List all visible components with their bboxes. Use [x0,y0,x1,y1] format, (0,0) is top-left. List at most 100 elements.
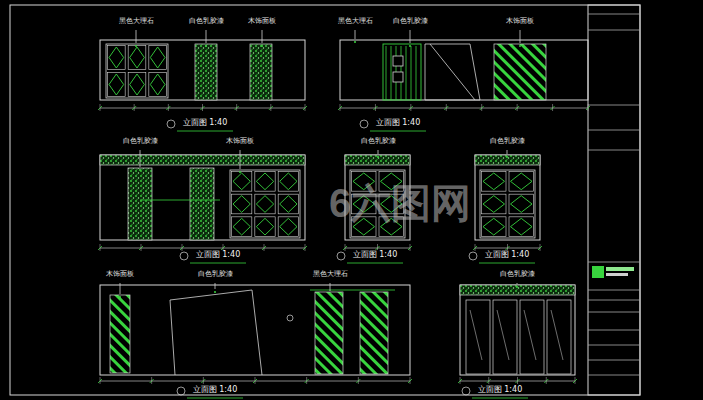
door-panel [393,56,403,66]
ceiling-band [345,155,410,165]
title-block-rule [588,290,640,291]
caption-underline [370,131,426,132]
elevation-caption: 立面图 1:40 [192,385,239,394]
extension-line [517,104,518,111]
extension-line [588,104,589,111]
extension-line [255,377,256,384]
glass-reflection [551,310,563,360]
elevation-outline [460,285,575,375]
material-note: 白色乳胶漆 [360,137,397,145]
cabinet-door [128,46,146,70]
cabinet-outline [480,170,535,238]
material-note: 白色乳胶漆 [499,270,536,278]
material-note: 黑色大理石 [312,270,349,278]
diamond-inlay [511,196,533,213]
ceiling-band [100,155,305,165]
extension-line [202,104,203,111]
door-slat [416,46,417,100]
material-note: 白色乳胶漆 [188,17,225,25]
leader-dot [377,156,379,158]
cabinet-door [128,73,146,97]
material-note: 木饰面板 [225,137,255,145]
caption-symbol [469,252,477,260]
caption-underline [190,263,246,264]
diamond-inlay [511,218,533,235]
elevation-outline [340,40,588,100]
elevation-caption: 立面图 1:40 [477,385,524,394]
elevation-caption: 立面图 1:40 [484,250,531,259]
extension-line [270,104,271,111]
material-note: 木饰面板 [505,17,535,25]
title-block-rule [588,300,640,301]
caption-symbol [360,120,368,128]
glass-panel [315,292,343,374]
leader-line [520,30,521,43]
diamond-inlay [256,173,273,190]
watermark: 6六图网 [328,180,472,226]
ceiling-band [460,285,575,295]
cabinet-door [255,172,275,192]
elevation-outline [475,155,540,240]
cabinet-door [232,217,252,237]
caption-symbol [177,387,185,395]
diamond-inlay [130,47,145,68]
leader-line [355,30,356,39]
caption-underline [479,263,535,264]
diamond-inlay [280,218,297,235]
elevation-outline [100,155,305,240]
caption-underline [187,398,243,399]
material-note: 黑色大理石 [337,17,374,25]
stone-panel [190,168,214,240]
diamond-inlay [233,173,250,190]
diamond-inlay [150,74,165,95]
leader-line [330,283,331,291]
material-note: 白色乳胶漆 [197,270,234,278]
extension-line [182,244,183,251]
cabinet-door [278,217,298,237]
title-block-rule [588,312,640,313]
caption-underline [472,398,528,399]
extension-line [236,104,237,111]
cabinet-outline [230,170,300,238]
extension-line [141,244,142,251]
wall-edge [170,300,175,375]
company-logo-mark [606,273,628,276]
diamond-inlay [109,47,124,68]
elevation-caption: 立面图 1:40 [375,118,422,127]
leader-dot [205,45,207,47]
leader-dot [506,156,508,158]
diamond-inlay [256,196,273,213]
door-slat [406,46,407,100]
title-block-rule [588,330,640,331]
title-block-rule [588,105,640,106]
extension-line [410,377,411,384]
extension-line [306,377,307,384]
cabinet-door [509,217,534,237]
caption-symbol [180,252,188,260]
glass-door [520,300,544,374]
title-block-rule [588,262,640,263]
extension-line [488,377,489,384]
diamond-inlay [483,218,505,235]
title-block-rule [588,130,640,131]
title-block-rule [588,360,640,361]
header-line [310,290,395,291]
company-logo-mark [606,267,634,271]
material-note: 黑色大理石 [118,17,155,25]
cabinet-door [232,194,252,214]
leader-line [240,150,241,169]
diamond-inlay [130,74,145,95]
extension-line [481,104,482,111]
glass-door [547,300,571,374]
cabinet-door [255,217,275,237]
glass-reflection [497,310,509,360]
cabinet-door [509,172,534,192]
cabinet-door [108,46,126,70]
diamond-inlay [483,196,505,213]
leader-line [215,283,216,289]
leader-dot [135,45,137,47]
material-note: 木饰面板 [247,17,277,25]
cabinet-door [482,172,507,192]
